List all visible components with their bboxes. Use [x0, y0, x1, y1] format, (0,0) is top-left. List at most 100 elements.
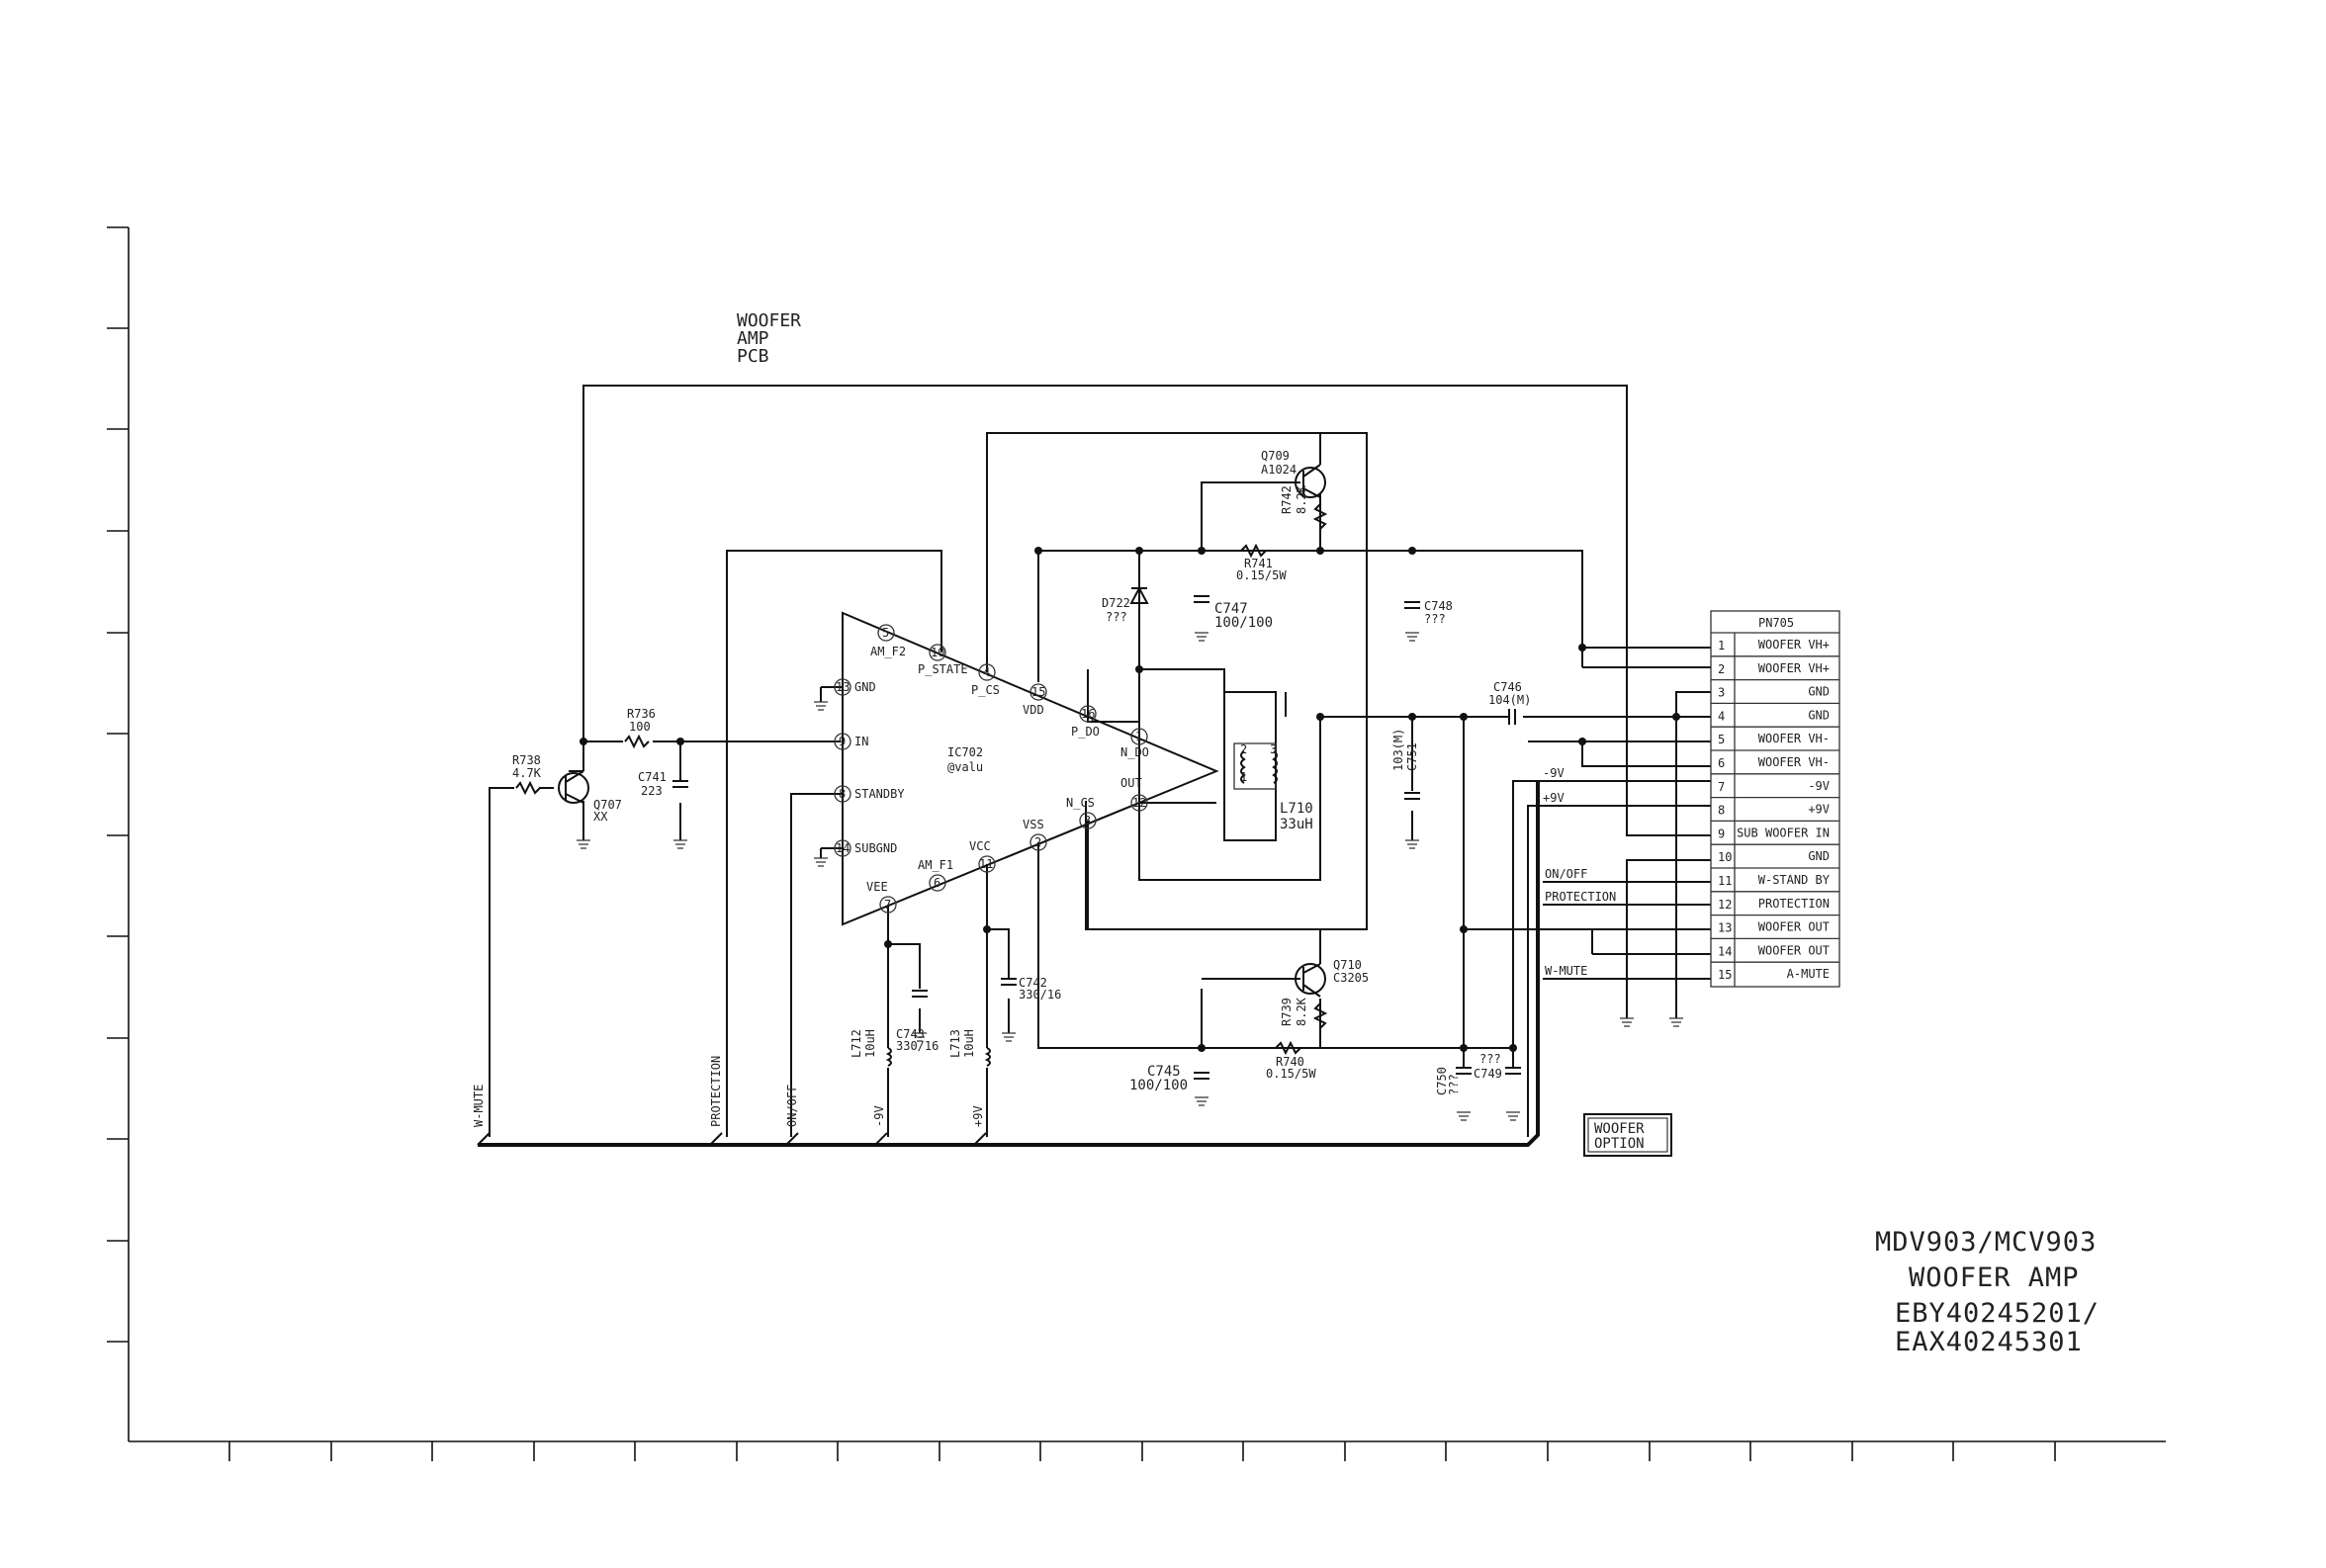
- connector-pin-number: 14: [1718, 944, 1732, 958]
- connector-pin-row: 7-9V: [1711, 773, 1839, 794]
- connector-pin-number: 3: [1718, 686, 1725, 700]
- svg-text:???: ???: [1479, 1052, 1501, 1066]
- connector-pin-name: WOOFER VH-: [1758, 732, 1830, 745]
- svg-text:11: 11: [979, 857, 993, 871]
- svg-text:SUBGND: SUBGND: [854, 841, 897, 855]
- svg-text:223: 223: [641, 784, 663, 798]
- svg-text:R742: R742: [1280, 485, 1294, 514]
- svg-text:C749: C749: [1474, 1067, 1502, 1081]
- svg-text:R739: R739: [1280, 998, 1294, 1026]
- connector-pin-number: 6: [1718, 756, 1725, 770]
- ic-pin: 14 SUBGND: [834, 839, 897, 857]
- resistor-r738: R738 4.7K: [512, 753, 542, 796]
- net-w-mute: W-MUTE: [1545, 964, 1587, 978]
- svg-text:STANDBY: STANDBY: [854, 787, 905, 801]
- svg-text:10uH: 10uH: [962, 1029, 976, 1058]
- svg-text:330/16: 330/16: [896, 1039, 939, 1053]
- ic-pin: 6 AM_F1: [918, 858, 953, 892]
- svg-text:100: 100: [629, 720, 651, 734]
- connector-pin-name: W-STAND BY: [1758, 873, 1831, 887]
- bus-on-off: ON/OFF: [785, 1085, 799, 1127]
- svg-text:GND: GND: [854, 680, 876, 694]
- svg-text:10uH: 10uH: [863, 1029, 877, 1058]
- svg-text:0.15/5W: 0.15/5W: [1266, 1067, 1316, 1081]
- svg-text:C745: C745: [1147, 1064, 1181, 1080]
- net-labels: -9V +9V ON/OFF PROTECTION W-MUTE W-MUTE …: [472, 766, 1616, 1127]
- ic-pin: 11 VCC: [969, 839, 996, 873]
- resistor-r741: R741 0.15/5W: [1236, 543, 1287, 582]
- connector-pin-number: 4: [1718, 709, 1725, 723]
- svg-text:104(M): 104(M): [1488, 693, 1531, 707]
- capacitor-c746: C746 104(M): [1488, 680, 1531, 725]
- drawing-frame: [107, 226, 2166, 1461]
- svg-text:15: 15: [1031, 685, 1045, 699]
- connector-pin-name: PROTECTION: [1758, 897, 1830, 911]
- ic-pin: 4 P_CS: [971, 663, 1000, 697]
- capacitor-c748: C748 ???: [1404, 599, 1453, 626]
- svg-text:WOOFER: WOOFER: [1594, 1121, 1645, 1137]
- capacitor-c745: C745 100/100: [1129, 1064, 1209, 1093]
- svg-text:3: 3: [1270, 742, 1277, 756]
- svg-text:R738: R738: [512, 753, 541, 767]
- svg-text:???: ???: [1106, 610, 1127, 624]
- svg-text:VSS: VSS: [1023, 818, 1044, 831]
- inductor-l713: L713 10uH: [948, 1029, 991, 1067]
- connector-pin-row: 14 WOOFER OUT: [1711, 937, 1839, 958]
- capacitor-c743: C743 330/16: [896, 990, 939, 1053]
- svg-text:33uH: 33uH: [1280, 817, 1313, 832]
- board-label: WOOFER AMP PCB: [737, 310, 801, 367]
- woofer-option-box: WOOFER OPTION: [1583, 1113, 1672, 1157]
- svg-text:8.2K: 8.2K: [1295, 484, 1308, 514]
- svg-text:C742: C742: [1019, 976, 1047, 990]
- svg-text:D722: D722: [1102, 596, 1130, 610]
- board-label-line-1: WOOFER: [737, 310, 801, 331]
- capacitor-c742: C742 330/16: [1001, 976, 1061, 1002]
- connector-pin-name: WOOFER VH+: [1758, 661, 1830, 675]
- svg-text:C751: C751: [1405, 742, 1419, 771]
- transistor-q710: Q710 C3205: [1295, 958, 1369, 998]
- net-on-off: ON/OFF: [1545, 867, 1587, 881]
- svg-text:8: 8: [839, 787, 846, 801]
- connector-pin-number: 15: [1718, 968, 1732, 982]
- harness-bus: [477, 781, 1540, 1147]
- connector-pin-number: 11: [1718, 874, 1732, 888]
- svg-text:12: 12: [1132, 796, 1146, 810]
- connector-pin-row: 11 W-STAND BY: [1711, 867, 1839, 888]
- board-label-line-2: AMP: [737, 328, 769, 349]
- svg-text:R736: R736: [627, 707, 656, 721]
- connector-pin-name: SUB WOOFER IN: [1737, 826, 1830, 839]
- capacitor-c750: C750 ???: [1435, 1067, 1472, 1095]
- connector-pin-row: 8+9V: [1711, 796, 1839, 818]
- bus-protection: PROTECTION: [709, 1056, 723, 1127]
- resistor-r740: R740 0.15/5W: [1266, 1040, 1316, 1081]
- svg-text:L712: L712: [850, 1029, 863, 1058]
- connector-pin-name: WOOFER OUT: [1758, 943, 1830, 957]
- bus-plus9v: +9V: [971, 1105, 985, 1127]
- connector-pin-number: 13: [1718, 921, 1732, 935]
- svg-text:7: 7: [884, 898, 891, 912]
- ic-pin: 8 STANDBY: [834, 785, 905, 803]
- ic-pin: 9 IN: [834, 733, 868, 750]
- capacitor-c749: C749 ???: [1474, 1052, 1521, 1081]
- svg-text:2: 2: [1034, 835, 1041, 849]
- connector-pin-number: 7: [1718, 780, 1725, 794]
- connector-pin-name: GND: [1808, 849, 1830, 863]
- connector-pin-name: WOOFER VH-: [1758, 755, 1830, 769]
- svg-text:8.2K: 8.2K: [1295, 997, 1308, 1026]
- ic-pin: 1 N_DO: [1120, 728, 1149, 759]
- ic-pin: 12 OUT: [1120, 776, 1148, 812]
- svg-text:P_CS: P_CS: [971, 683, 1000, 697]
- connector-pin-name: WOOFER OUT: [1758, 920, 1830, 934]
- svg-text:330/16: 330/16: [1019, 988, 1061, 1002]
- svg-text:16: 16: [1081, 707, 1095, 721]
- ic702-ref: IC702: [947, 745, 983, 759]
- connector-pin-row: 13 WOOFER OUT: [1711, 914, 1839, 935]
- connector-pin-name: WOOFER VH+: [1758, 638, 1830, 652]
